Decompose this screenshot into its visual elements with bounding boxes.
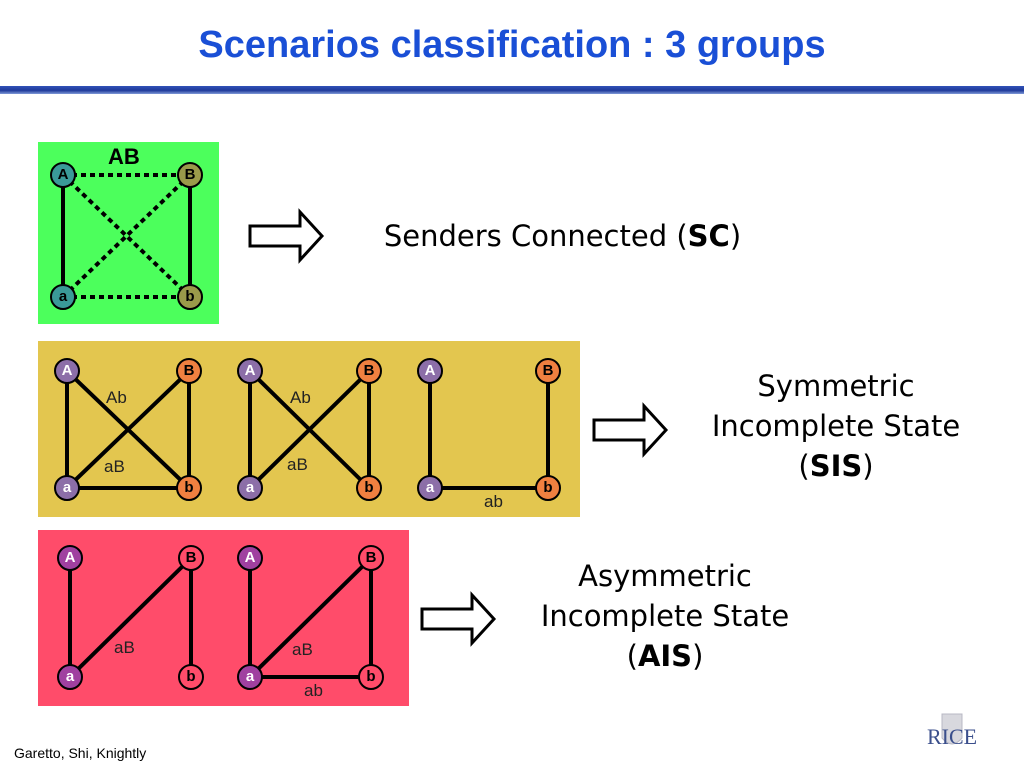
sc-node-B: B [177, 162, 203, 188]
ais2-edge-a-B [248, 556, 373, 679]
sis-caption-abbr: SIS [809, 449, 863, 483]
ais-caption-line2: Incomplete State [540, 599, 790, 633]
ais-caption: Asymmetric Incomplete State (AIS) [505, 556, 825, 676]
ais-caption-suffix: ) [692, 639, 704, 673]
sc-arrow-icon [248, 208, 325, 264]
sis-caption-line1: Symmetric [757, 369, 915, 403]
sc-node-a: a [50, 284, 76, 310]
ais1-edge-a-B [68, 556, 193, 679]
sis2-node-b: b [356, 475, 382, 501]
sc-node-b: b [177, 284, 203, 310]
sis2-edge-label-aB: aB [287, 455, 308, 474]
sc-edge-A-b [61, 173, 192, 299]
sis3-node-A: A [417, 358, 443, 384]
ais-panel: A B a b aB A B a b aB ab [38, 530, 409, 706]
ais1-node-a: a [57, 664, 83, 690]
sc-caption-suffix: ) [729, 219, 742, 253]
ais1-node-B: B [178, 545, 204, 571]
sis1-node-a: a [54, 475, 80, 501]
sis2-node-a: a [237, 475, 263, 501]
logo-text: RICE [927, 724, 977, 749]
ais-graph-edges [68, 556, 373, 679]
ais2-edge-label-ab: ab [304, 681, 323, 700]
sis-graph-edges [65, 369, 550, 490]
sis3-edge-label-ab: ab [484, 492, 503, 511]
ais1-node-b: b [178, 664, 204, 690]
sc-node-A: A [50, 162, 76, 188]
sis1-node-A: A [54, 358, 80, 384]
ais1-edge-label-aB: aB [114, 638, 135, 657]
sis3-node-a: a [417, 475, 443, 501]
sis3-node-b: b [535, 475, 561, 501]
sis2-node-B: B [356, 358, 382, 384]
sis2-edge-B-a [248, 369, 371, 490]
rice-university-logo-icon: RICE [912, 708, 992, 760]
sc-group-label: AB [108, 144, 140, 169]
sc-caption-abbr: SC [687, 219, 730, 253]
sis3-node-B: B [535, 358, 561, 384]
sc-graph-edges [61, 173, 192, 299]
footer-authors: Garetto, Shi, Knightly [14, 745, 147, 761]
sis-panel: A B a b Ab aB A B a b Ab aB A B a b ab [38, 341, 580, 517]
sc-edge-B-a [61, 173, 192, 299]
sis1-edge-label-aB: aB [104, 457, 125, 476]
sc-panel: AB A B a b [38, 142, 219, 324]
ais-caption-line1: Asymmetric [578, 559, 752, 593]
ais1-node-A: A [57, 545, 83, 571]
sis-caption-line2: Incomplete State [711, 409, 961, 443]
ais2-node-B: B [358, 545, 384, 571]
sis1-edge-B-a [65, 369, 191, 490]
ais2-node-A: A [237, 545, 263, 571]
title-divider [0, 86, 1024, 94]
sis1-node-B: B [176, 358, 202, 384]
ais2-node-b: b [358, 664, 384, 690]
sis1-node-b: b [176, 475, 202, 501]
sis-caption-suffix: ) [862, 449, 874, 483]
ais-caption-line3: (AIS) [505, 636, 825, 676]
sis1-edge-label-Ab: Ab [106, 388, 127, 407]
sc-caption: Senders Connected (SC) [330, 216, 795, 256]
sis-arrow-icon [592, 402, 669, 458]
ais-caption-abbr: AIS [637, 639, 693, 673]
sc-caption-prefix: Senders Connected ( [383, 219, 688, 253]
slide-title: Scenarios classification : 3 groups [198, 24, 826, 66]
ais-caption-prefix: ( [626, 639, 638, 673]
ais-arrow-icon [420, 591, 497, 647]
ais2-edge-label-aB: aB [292, 640, 313, 659]
sis2-node-A: A [237, 358, 263, 384]
sis-caption: Symmetric Incomplete State (SIS) [676, 366, 996, 486]
sis2-edge-label-Ab: Ab [290, 388, 311, 407]
ais2-node-a: a [237, 664, 263, 690]
sis-caption-line3: (SIS) [676, 446, 996, 486]
sis-caption-prefix: ( [798, 449, 810, 483]
